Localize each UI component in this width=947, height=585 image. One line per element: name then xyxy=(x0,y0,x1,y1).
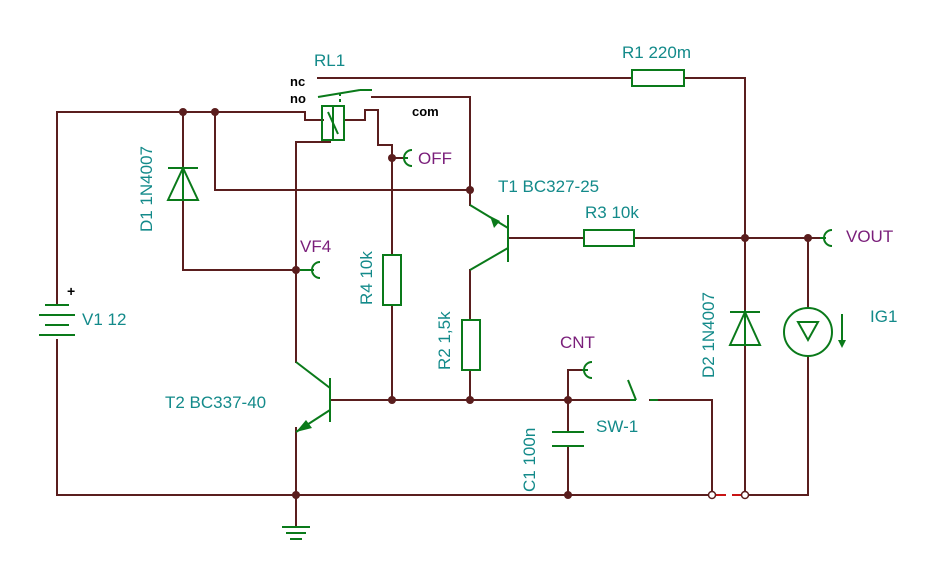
battery-v1: + V1 12 xyxy=(39,283,126,336)
resistor-r1: R1 220m xyxy=(622,43,691,87)
probe-off-label: OFF xyxy=(418,149,452,168)
capacitor-c1: C1 100n xyxy=(520,428,584,492)
relay-pin-no: no xyxy=(290,91,306,106)
relay-label: RL1 xyxy=(314,51,345,70)
ground-symbol xyxy=(282,526,310,540)
r1-label: R1 220m xyxy=(622,43,691,62)
transistor-t2: T2 BC337-40 xyxy=(165,361,331,433)
switch-sw1: SW-1 xyxy=(596,379,658,436)
c1-label: C1 100n xyxy=(520,428,539,492)
r4-label: R4 10k xyxy=(357,251,376,305)
diode-d1: D1 1N4007 xyxy=(137,146,200,232)
probe-vout-label: VOUT xyxy=(846,227,893,246)
probe-vout: VOUT xyxy=(820,227,893,247)
transistor-t1: T1 BC327-25 xyxy=(469,177,599,271)
sw1-label: SW-1 xyxy=(596,417,638,436)
relay-rl1: RL1 nc no com xyxy=(290,51,439,141)
ig1-label: IG1 xyxy=(870,307,897,326)
probe-off: OFF xyxy=(403,149,452,168)
t2-label: T2 BC337-40 xyxy=(165,393,266,412)
resistor-r4: R4 10k xyxy=(357,251,402,306)
probe-vf4: VF4 xyxy=(300,237,331,279)
probe-cnt: CNT xyxy=(560,333,595,379)
r2-label: R2 1,5k xyxy=(435,311,454,370)
junctions xyxy=(179,108,812,500)
resistor-r2: R2 1,5k xyxy=(435,311,481,371)
battery-plus: + xyxy=(67,283,75,299)
t1-label: T1 BC327-25 xyxy=(498,177,599,196)
d2-label: D2 1N4007 xyxy=(699,292,718,378)
wires xyxy=(56,77,821,526)
diode-d2: D2 1N4007 xyxy=(699,292,762,378)
r3-label: R3 10k xyxy=(585,203,639,222)
resistor-r3: R3 10k xyxy=(583,203,639,247)
relay-pin-com: com xyxy=(412,104,439,119)
relay-pin-nc: nc xyxy=(290,74,305,89)
probe-vf4-label: VF4 xyxy=(300,237,331,256)
probe-cnt-label: CNT xyxy=(560,333,595,352)
current-source-ig1: IG1 xyxy=(783,307,897,357)
d1-label: D1 1N4007 xyxy=(137,146,156,232)
v1-label: V1 12 xyxy=(82,310,126,329)
